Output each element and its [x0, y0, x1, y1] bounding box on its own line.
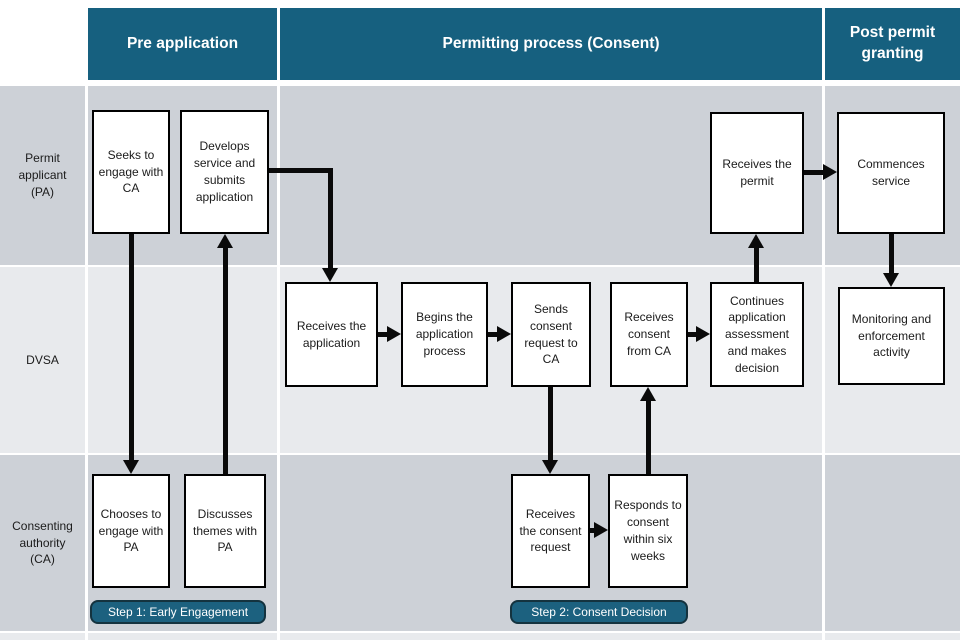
box-begins-process: Begins the application process	[401, 282, 488, 387]
header-pre-application: Pre application	[88, 8, 277, 80]
box-receives-consent: Receives consent from CA	[610, 282, 688, 387]
box-receives-permit: Receives the permit	[710, 112, 804, 234]
box-label: Continues application assessment and mak…	[724, 293, 790, 375]
box-label: Receives the application	[296, 318, 367, 350]
box-label: Begins the application process	[415, 310, 474, 358]
header-post-permit-granting: Post permit granting	[825, 8, 960, 80]
arrow-receives-app-to-begins-head-icon	[387, 326, 401, 342]
box-label: Monitoring and enforcement activity	[851, 311, 932, 360]
arrow-begins-to-sends-head-icon	[497, 326, 511, 342]
arrow-begins-to-sends-line-0	[488, 332, 498, 337]
box-chooses-to-engage: Chooses to engage with PA	[92, 474, 170, 588]
arrow-receives-app-to-begins-line-0	[378, 332, 388, 337]
lane-label-dvsa: DVSA	[0, 267, 85, 453]
arrow-receives-consent-to-continues-head-icon	[696, 326, 710, 342]
box-receives-application: Receives the application	[285, 282, 378, 387]
box-sends-consent-request: Sends consent request to CA	[511, 282, 591, 387]
box-label: Receives the consent request	[519, 506, 582, 555]
arrow-discusses-to-develops-head-icon	[217, 234, 233, 248]
arrow-seeks-to-chooses-line-0	[129, 234, 134, 461]
arrow-receives-request-to-responds-line-0	[590, 528, 595, 533]
box-label: Receives consent from CA	[624, 310, 674, 358]
box-label: Responds to consent within six weeks	[614, 498, 682, 563]
box-label: Chooses to engage with PA	[98, 506, 164, 555]
lane-label-consenting-authority: Consenting authority (CA)	[0, 455, 85, 631]
box-label: Commences service	[857, 157, 925, 188]
arrow-continues-to-receives-permit-head-icon	[748, 234, 764, 248]
arrow-continues-to-receives-permit-line-0	[754, 248, 759, 282]
lane-dvsa-band-1	[88, 267, 277, 453]
arrow-commences-to-monitoring-head-icon	[883, 273, 899, 287]
step-badge-step-1: Step 1: Early Engagement	[90, 600, 266, 624]
box-commences-service: Commences service	[837, 112, 945, 234]
box-label: Develops service and submits application	[193, 139, 256, 204]
box-label: Seeks to engage with CA	[98, 147, 164, 196]
lane-consenting-authority-band-3	[825, 455, 960, 631]
box-continues-assessment: Continues application assessment and mak…	[710, 282, 804, 387]
box-monitoring: Monitoring and enforcement activity	[838, 287, 945, 385]
box-discusses-themes: Discusses themes with PA	[184, 474, 266, 588]
arrow-develops-to-receives-app-head-icon	[322, 268, 338, 282]
box-seeks-to-engage: Seeks to engage with CA	[92, 110, 170, 234]
arrow-responds-to-receives-consent-line-0	[646, 401, 651, 474]
arrow-commences-to-monitoring-line-0	[889, 234, 894, 274]
arrow-receives-consent-to-continues-line-0	[688, 332, 697, 337]
box-label: Receives the permit	[722, 157, 792, 188]
lane-overflow-row-band-3	[825, 633, 960, 640]
box-receives-request: Receives the consent request	[511, 474, 590, 588]
arrow-develops-to-receives-app-line-0	[269, 168, 333, 173]
lane-overflow-row-band-1	[88, 633, 277, 640]
box-responds-to-consent: Responds to consent within six weeks	[608, 474, 688, 588]
header-permitting-process: Permitting process (Consent)	[280, 8, 822, 80]
arrow-seeks-to-chooses-head-icon	[123, 460, 139, 474]
arrow-sends-to-receives-request-head-icon	[542, 460, 558, 474]
box-label: Discusses themes with PA	[192, 506, 258, 555]
arrow-permit-to-commences-head-icon	[823, 164, 837, 180]
arrow-develops-to-receives-app-line-1	[328, 168, 333, 268]
box-label: Sends consent request to CA	[524, 301, 578, 367]
arrow-receives-request-to-responds-head-icon	[594, 522, 608, 538]
lane-overflow-row-band-2	[280, 633, 822, 640]
arrow-responds-to-receives-consent-head-icon	[640, 387, 656, 401]
step-badge-step-2: Step 2: Consent Decision	[510, 600, 688, 624]
lane-label-permit-applicant: Permit applicant (PA)	[0, 86, 85, 265]
arrow-sends-to-receives-request-line-0	[548, 387, 553, 461]
arrow-permit-to-commences-line-0	[804, 170, 824, 175]
lane-label-overflow-row	[0, 633, 85, 640]
arrow-discusses-to-develops-line-0	[223, 248, 228, 474]
box-develops-service: Develops service and submits application	[180, 110, 269, 234]
